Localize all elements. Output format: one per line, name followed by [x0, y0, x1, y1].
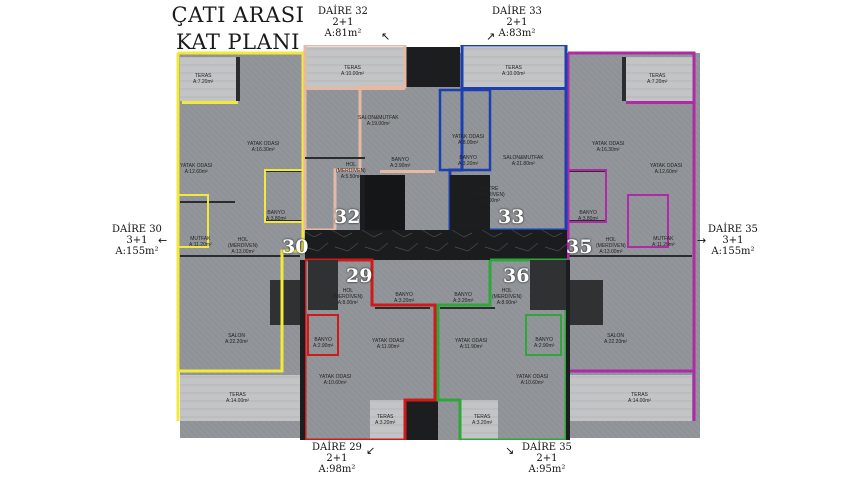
daire33-arrow-icon: ↗ [486, 30, 496, 43]
daire32-teras [305, 47, 405, 87]
daire36-area [436, 258, 568, 440]
room-label: HOL(MERDİVEN)A:5.50m² [336, 162, 366, 180]
daire33-type: 2+1 [506, 17, 528, 28]
unit-number-29: 29 [346, 265, 373, 287]
daire35-teras-top [626, 57, 694, 101]
daire32-name: DAİRE 32 [318, 6, 368, 17]
room-label: ANTRE(MERDİVEN)A:3.00m² [475, 186, 505, 204]
daire29-teras [370, 400, 405, 440]
daire32-label: DAİRE 32 2+1 A:81m² [318, 6, 368, 39]
unit-number-35: 35 [566, 236, 593, 258]
daire30-area-text: A:155m² [115, 246, 159, 257]
daire30-teras-bottom [180, 375, 304, 421]
daire35-teras-bottom [568, 375, 692, 421]
room-label: HOL(MERDİVEN)A:13.00m² [228, 237, 258, 255]
room-label: HOL(MERDİVEN)A:13.00m² [596, 237, 626, 255]
daire30-arrow-icon: ← [158, 234, 168, 247]
daire29-area-text: A:98m² [318, 464, 356, 475]
daire35-bottom-type: 2+1 [536, 453, 558, 464]
daire32-arrow-icon: ↖ [381, 30, 391, 43]
unit-number-36: 36 [503, 265, 530, 287]
daire29-area [303, 258, 455, 440]
daire29-name: DAİRE 29 [312, 442, 362, 453]
daire30-area [176, 51, 305, 421]
unit-number-30: 30 [282, 236, 309, 258]
daire29-type: 2+1 [326, 453, 348, 464]
daire33-label: DAİRE 33 2+1 A:83m² [492, 6, 542, 39]
daire32-area-text: A:81m² [324, 28, 362, 39]
plan-title: ÇATI ARASI KAT PLANI [171, 3, 305, 54]
daire35-bottom-label: DAİRE 35 2+1 A:95m² [522, 442, 572, 475]
daire35-top-area-text: A:155m² [711, 246, 755, 257]
room-label: HOL(MERDİVEN)A:8.00m² [492, 288, 522, 306]
daire29-label: DAİRE 29 2+1 A:98m² [312, 442, 362, 475]
daire36-teras [460, 400, 498, 440]
daire30-label: DAİRE 30 3+1 A:155m² [112, 224, 162, 257]
unit-number-33: 33 [498, 206, 525, 228]
daire32-type: 2+1 [332, 17, 354, 28]
daire35-top-label: DAİRE 35 3+1 A:155m² [708, 224, 758, 257]
daire35-top-area [566, 51, 698, 421]
central-corridor [305, 230, 567, 260]
daire35-top-name: DAİRE 35 [708, 224, 758, 235]
daire35-bottom-name: DAİRE 35 [522, 442, 572, 453]
room-label: HOL(MERDİVEN)A:8.00m² [333, 288, 363, 306]
daire33-area-text: A:83m² [498, 28, 536, 39]
daire30-type: 3+1 [126, 235, 148, 246]
floor-plan [176, 45, 700, 440]
unit-number-32: 32 [334, 206, 361, 228]
daire35-bottom-arrow-icon: ↘ [505, 444, 515, 457]
daire29-arrow-icon: ↙ [366, 444, 376, 457]
daire33-name: DAİRE 33 [492, 6, 542, 17]
daire33-teras [462, 47, 566, 87]
daire35-top-type: 3+1 [722, 235, 744, 246]
daire35-bottom-area-text: A:95m² [528, 464, 566, 475]
daire30-name: DAİRE 30 [112, 224, 162, 235]
stair-core [365, 175, 405, 230]
daire30-teras-top [180, 57, 236, 101]
daire35-top-arrow-icon: → [697, 234, 707, 247]
